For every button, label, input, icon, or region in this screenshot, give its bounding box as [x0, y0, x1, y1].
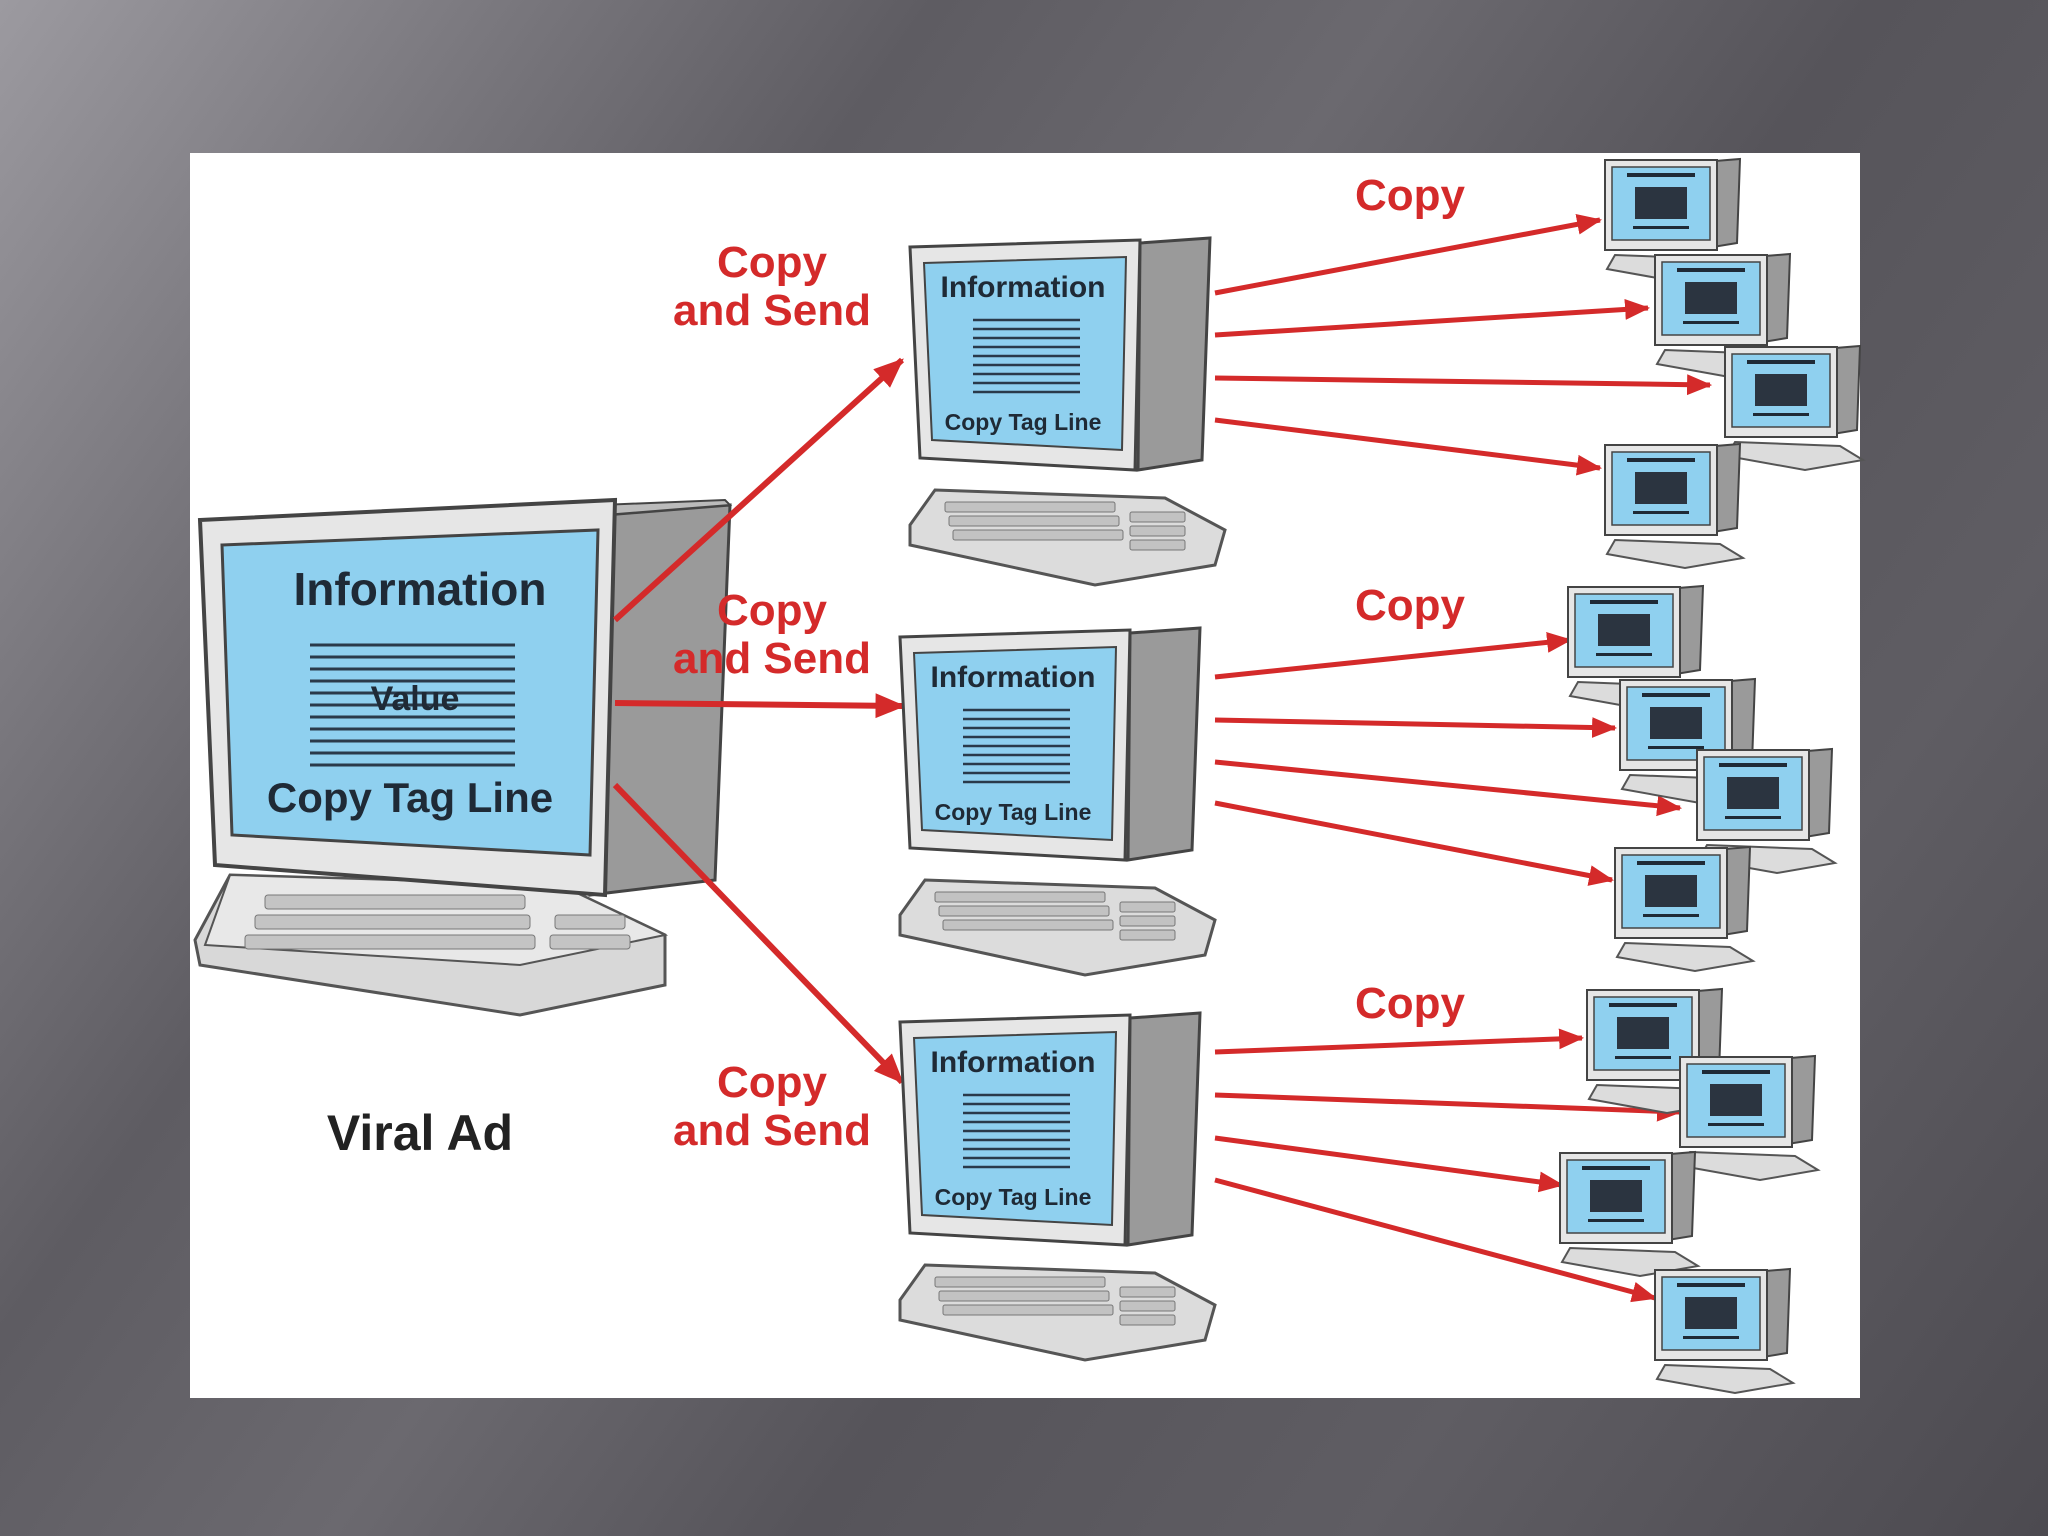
copy-arrow — [1214, 717, 1618, 738]
send-label-bottom: Copy and Send — [673, 1058, 871, 1155]
mid-monitor-side — [1126, 626, 1202, 862]
mid-screen-title: Information — [931, 661, 1096, 694]
send-arrow-top — [612, 357, 905, 623]
copy-arrow — [1214, 1028, 1585, 1055]
svg-text:and Send: and Send — [673, 286, 871, 335]
small-computer-icon — [1614, 845, 1756, 973]
main-screen-tagline: Copy Tag Line — [267, 774, 553, 821]
copy-arrow — [1214, 632, 1573, 680]
copy-label-middle: Copy — [1355, 581, 1466, 630]
send-arrow-bottom — [612, 782, 905, 1085]
copy-arrow — [1214, 417, 1603, 476]
copy-arrow — [1214, 1177, 1658, 1303]
mid-keyboard-keys — [934, 891, 1176, 941]
small-computers — [1559, 157, 1866, 1395]
mid-screen-tagline: Copy Tag Line — [935, 799, 1092, 825]
svg-text:and Send: and Send — [673, 1106, 871, 1155]
send-arrow-middle — [614, 693, 906, 719]
mid-monitor-screen — [922, 255, 1128, 452]
small-computer-icon — [1604, 442, 1746, 570]
copy-arrow — [1214, 1135, 1565, 1193]
main-screen-title: Information — [294, 563, 547, 615]
copy-arrow — [1214, 299, 1651, 338]
svg-text:Copy: Copy — [717, 1058, 828, 1107]
main-screen-value: Value — [371, 680, 460, 718]
mid-screen-text-lines — [963, 708, 1070, 784]
svg-text:and Send: and Send — [673, 634, 871, 683]
mid-monitor-side — [1136, 236, 1212, 472]
main-keyboard-keys — [244, 894, 631, 950]
mid-screen-tagline: Copy Tag Line — [935, 1184, 1092, 1210]
send-arrows — [612, 357, 906, 1085]
svg-text:Copy: Copy — [717, 586, 828, 635]
small-computer-icon — [1696, 747, 1838, 875]
mid-screen-text-lines — [963, 1093, 1070, 1169]
mid-monitor-screen — [912, 645, 1118, 842]
small-computer-icon — [1679, 1054, 1821, 1182]
copy-label-top: Copy — [1355, 171, 1466, 220]
copy-arrow — [1214, 374, 1713, 396]
copy-arrows — [1214, 214, 1713, 1303]
mid-monitor-screen — [912, 1030, 1118, 1227]
copy-arrow — [1214, 214, 1603, 296]
send-label-middle: Copy and Send — [673, 586, 871, 683]
copy-arrow — [1214, 800, 1615, 886]
small-computer-icon — [1724, 344, 1866, 472]
small-computer-icon — [1559, 1150, 1701, 1278]
main-screen-text-lines — [310, 643, 515, 767]
send-label-top: Copy and Send — [673, 238, 871, 335]
mid-screen-text-lines — [973, 318, 1080, 394]
mid-screen-title: Information — [941, 271, 1106, 304]
main-computer: Information Value Copy Tag Line — [193, 497, 733, 1017]
viral-ad-caption: Viral Ad — [327, 1105, 513, 1161]
mid-monitor-side — [1126, 1011, 1202, 1247]
svg-text:Copy: Copy — [717, 238, 828, 287]
copy-arrow — [1214, 1092, 1683, 1122]
small-computer-icon — [1654, 1267, 1796, 1395]
mid-screen-title: Information — [931, 1046, 1096, 1079]
mid-screen-tagline: Copy Tag Line — [945, 409, 1102, 435]
copy-arrow — [1214, 759, 1683, 817]
mid-keyboard-keys — [934, 1276, 1176, 1326]
mid-keyboard-keys — [944, 501, 1186, 551]
copy-label-bottom: Copy — [1355, 979, 1466, 1028]
